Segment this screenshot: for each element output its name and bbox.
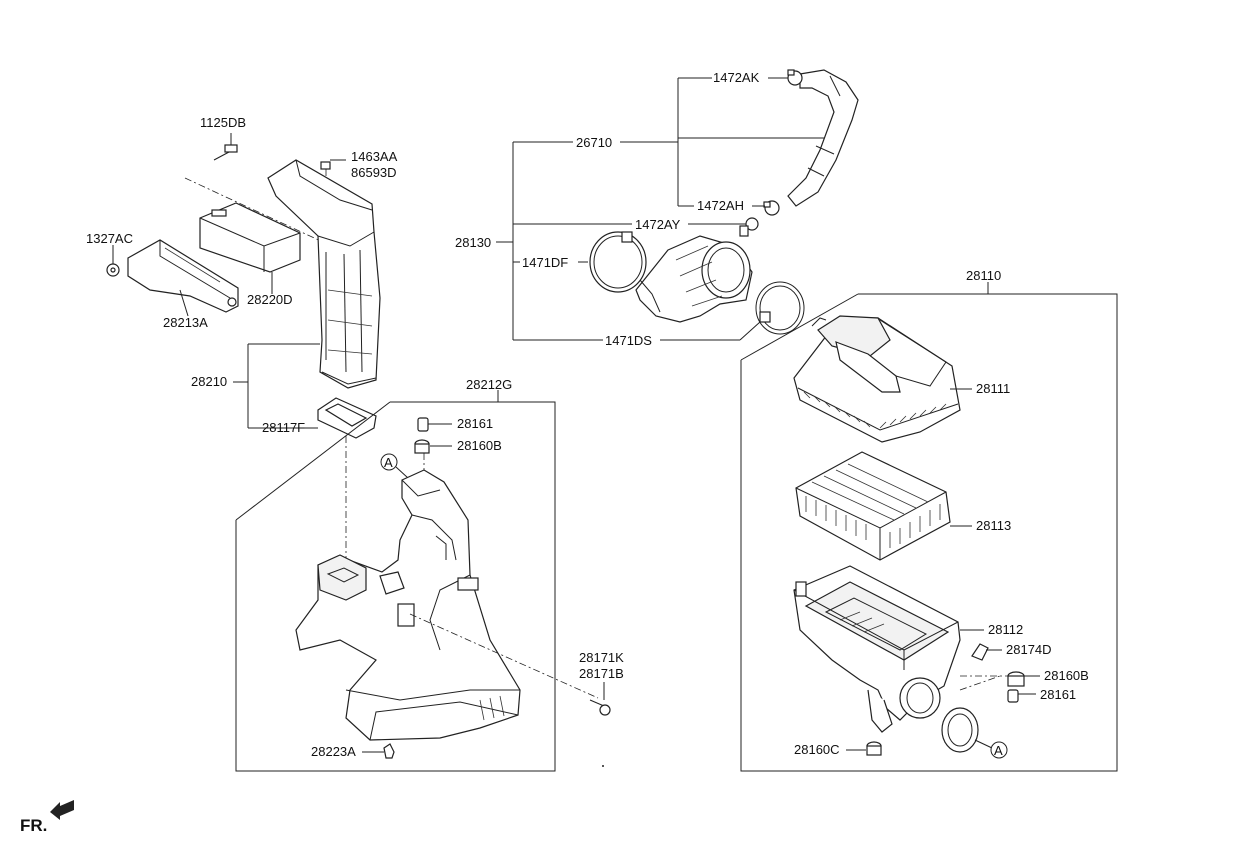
label-28223a: 28223A	[311, 744, 356, 759]
lower-housing-group: 28212G 28161 28160B A	[235, 377, 624, 772]
label-fr: FR.	[20, 816, 47, 835]
gasket-28117f	[317, 397, 377, 439]
front-direction-arrow-icon	[50, 800, 74, 820]
duct-group: 1125DB 1463AA 86593D 1327AC 28213A	[86, 115, 398, 560]
label-28111: 28111	[976, 381, 1010, 396]
label-1471df: 1471DF	[522, 255, 568, 270]
label-1472ak: 1472AK	[713, 70, 760, 85]
label-28212g: 28212G	[466, 377, 512, 392]
label-28213a: 28213A	[163, 315, 208, 330]
label-28171k: 28171K	[579, 650, 624, 665]
label-28112: 28112	[988, 622, 1023, 637]
label-1125db: 1125DB	[200, 115, 246, 130]
air-cleaner-body-28112	[793, 565, 961, 733]
bolt-1125db-icon	[213, 144, 238, 161]
label-28171b: 28171B	[579, 666, 624, 681]
grommet-28160b-right-icon	[1007, 671, 1025, 687]
intake-hose-28130	[635, 235, 753, 323]
circle-a-reference-icon: A	[380, 453, 409, 479]
hose-group-28130: 1472AK 26710 1472AH 1472AY 28130 1471DF …	[455, 69, 859, 348]
breather-hose-26710	[787, 69, 859, 207]
clamp-1472ay-icon	[739, 217, 759, 237]
seal-ring-icon	[941, 707, 979, 753]
label-28130: 28130	[455, 235, 491, 250]
label-28117f: 28117F	[262, 420, 305, 435]
label-28160b-b: 28160B	[1044, 668, 1089, 683]
clamp-1472ak-icon	[787, 69, 803, 86]
label-1472ay: 1472AY	[635, 217, 681, 232]
plug-28161-icon	[417, 417, 429, 432]
label-1472ah: 1472AH	[697, 198, 744, 213]
label-28160c: 28160C	[794, 742, 840, 757]
clamp-1472ah-icon	[763, 200, 780, 216]
front-direction-indicator: FR.	[20, 800, 74, 835]
label-1327ac: 1327AC	[86, 231, 133, 246]
label-1463aa: 1463AA	[351, 149, 398, 164]
plug-28161-right-icon	[1007, 689, 1019, 703]
label-28110: 28110	[966, 268, 1001, 283]
nut-1327ac-icon	[106, 263, 120, 277]
label-28160b-a: 28160B	[457, 438, 502, 453]
grommet-28160c-icon	[866, 741, 882, 756]
air-cleaner-assembly-28110: 28110 28111 28113	[740, 268, 1118, 772]
circle-a-reference-icon: A	[974, 739, 1008, 759]
air-cleaner-cover-28111	[793, 315, 961, 443]
label-28210: 28210	[191, 374, 227, 389]
hose-clamp-1471df	[589, 231, 647, 293]
grommet-28160b-icon	[414, 439, 430, 454]
label-28161-a: 28161	[457, 416, 493, 431]
label-86593d: 86593D	[351, 165, 397, 180]
hose-clamp-1471ds	[755, 281, 805, 335]
label-28174d: 28174D	[1006, 642, 1052, 657]
resonator-28220d	[199, 202, 301, 273]
ref-a-right: A	[994, 743, 1003, 758]
air-duct-28210	[267, 159, 381, 389]
label-28113: 28113	[976, 518, 1011, 533]
bracket-28213a	[127, 239, 239, 313]
clip-28223a-icon	[383, 743, 395, 759]
label-1471ds: 1471DS	[605, 333, 652, 348]
bolt-28171k-icon	[589, 699, 611, 716]
label-28220d: 28220D	[247, 292, 293, 307]
label-28161-b: 28161	[1040, 687, 1076, 702]
clip-28174d-icon	[971, 643, 989, 661]
air-cleaner-lower-housing-28212g	[295, 469, 521, 741]
ref-a-left: A	[384, 455, 393, 470]
label-26710: 26710	[576, 135, 612, 150]
air-filter-element-28113	[795, 451, 951, 561]
